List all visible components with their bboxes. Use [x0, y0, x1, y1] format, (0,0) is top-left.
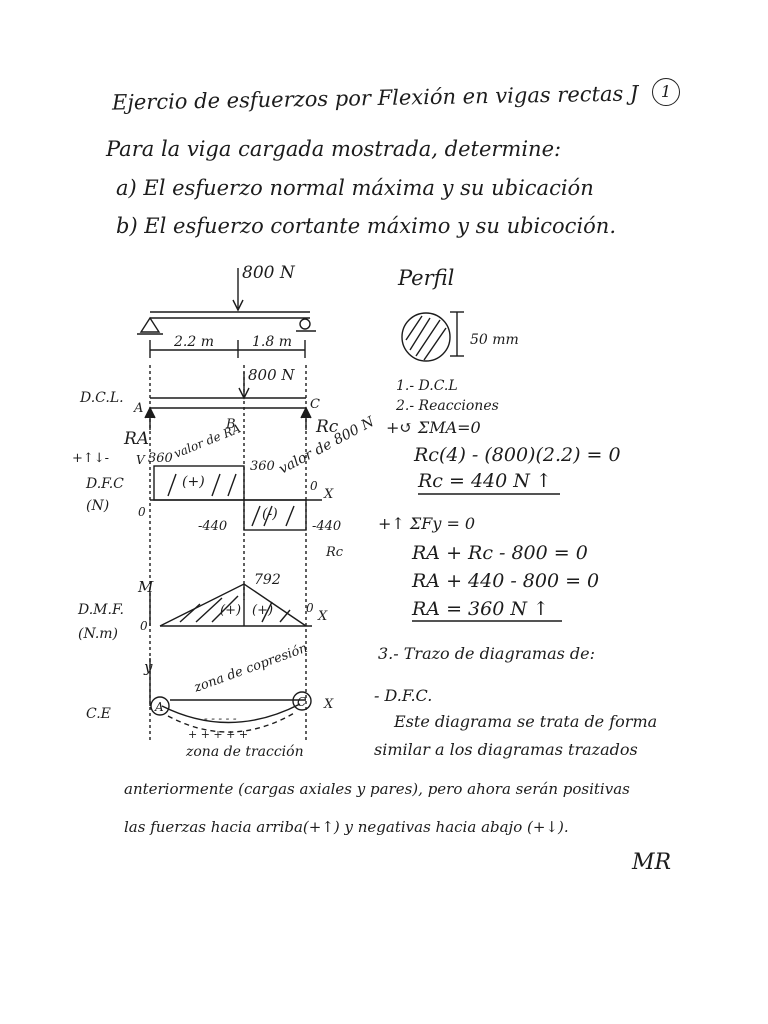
paragraph-line-1: Este diagrama se trata de forma — [394, 712, 658, 731]
ce-deflection-curve — [161, 703, 301, 724]
dmf-zero-right: 0 — [306, 601, 314, 615]
step-1: 1.- D.C.L — [396, 378, 458, 394]
page-number: 1 — [652, 78, 680, 106]
dfc-axis-x: X — [323, 487, 334, 502]
equation-5: RA = 360 N ↑ — [412, 598, 549, 620]
dfc-zero-left: 0 — [138, 505, 146, 519]
load-arrow-head — [232, 299, 244, 312]
sum-fy: +↑ ΣFy = 0 — [378, 514, 476, 533]
dcl-point-a: A — [133, 401, 143, 416]
tension-marks: + + + + + — [188, 728, 248, 741]
equation-2: Rc = 440 N ↑ — [418, 470, 552, 492]
dmf-sign-right: (+) — [252, 603, 273, 618]
dmf-axis-x: X — [317, 609, 328, 624]
dfc-neg-right: -440 — [312, 519, 341, 534]
dfc-rc-ref: Rc — [325, 545, 344, 560]
paragraph-line-3: anteriormente (cargas axiales y pares), … — [124, 780, 630, 798]
item-a: a) El esfuerzo normal máxima y su ubicac… — [116, 176, 594, 200]
sum-ma: +↺ ΣMA=0 — [386, 418, 481, 437]
dmf-peak: 792 — [254, 572, 281, 588]
dfc-unit: (N) — [86, 498, 109, 514]
span-right-label: 1.8 m — [252, 334, 292, 350]
load-label: 800 N — [242, 263, 296, 283]
reaction-a-label: RA — [123, 429, 149, 449]
dfc-360-right: 360 — [250, 459, 275, 474]
dcl-point-b: B — [225, 417, 236, 432]
dfc-item: - D.F.C. — [374, 686, 433, 705]
note-ra: valor de RA — [172, 421, 243, 461]
dfc-sign-pos: (+) — [182, 474, 205, 490]
profile-diameter: 50 mm — [470, 332, 519, 348]
reaction-c-label: Rc — [315, 417, 339, 437]
paragraph-line-2: similar a los diagramas trazados — [374, 740, 638, 759]
span-left-label: 2.2 m — [173, 334, 214, 350]
dfc-label: D.F.C — [85, 476, 124, 492]
dfc-360-left: 360 — [148, 451, 173, 466]
equation-4: RA + 440 - 800 = 0 — [412, 570, 600, 592]
dmf-axis-m: M — [137, 578, 154, 596]
dfc-negative-block — [243, 499, 307, 531]
compression-marks: - - - - - — [204, 712, 237, 725]
pin-support — [139, 316, 161, 333]
ce-label: C.E — [86, 706, 111, 722]
dfc-axis-v: V — [136, 453, 146, 467]
equation-3: RA + Rc - 800 = 0 — [412, 542, 588, 564]
item-b: b) El esfuerzo cortante máximo y su ubic… — [116, 214, 617, 238]
dmf-unit: (N.m) — [78, 626, 118, 642]
tension-zone-label: zona de tracción — [185, 744, 304, 760]
dcl-label: D.C.L. — [79, 390, 124, 406]
dmf-zero-left: 0 — [140, 619, 148, 633]
ce-axis-x: X — [323, 697, 334, 712]
ce-axis-y: y — [143, 658, 153, 676]
roller-support — [299, 318, 311, 330]
dfc-sign-neg: (-) — [262, 506, 278, 522]
dmf-sign-left: (+) — [220, 603, 241, 618]
dcl-load-label: 800 N — [248, 366, 295, 384]
sign-convention: +↑↓- — [72, 451, 109, 466]
step-3: 3.- Trazo de diagramas de: — [378, 644, 595, 663]
dfc-neg-left: -440 — [198, 519, 227, 534]
compression-zone-label: zona de copresión — [191, 641, 309, 696]
perfil-title: Perfil — [398, 266, 455, 290]
equation-1: Rc(4) - (800)(2.2) = 0 — [414, 444, 621, 466]
profile-circle — [401, 312, 451, 362]
step-2: 2.- Reacciones — [396, 398, 499, 414]
dfc-positive-block — [153, 465, 245, 501]
intro-text: Para la viga cargada mostrada, determine… — [106, 137, 562, 161]
dcl-point-c: C — [310, 397, 320, 412]
ce-point-c: C — [297, 695, 306, 709]
signature: MR — [632, 850, 672, 875]
dmf-label: D.M.F. — [77, 602, 124, 618]
paragraph-line-4: las fuerzas hacia arriba(+↑) y negativas… — [124, 818, 569, 836]
ce-point-a: A — [154, 700, 164, 714]
dfc-zero-right: 0 — [310, 479, 318, 493]
